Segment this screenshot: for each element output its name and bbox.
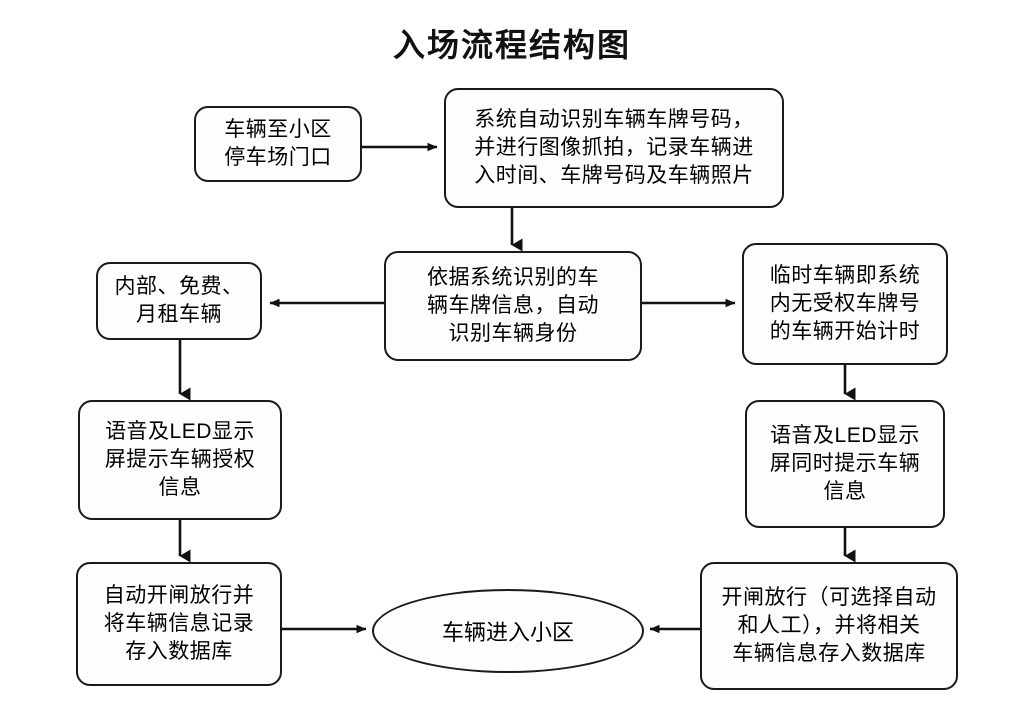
node-start-label: 车辆至小区 停车场门口 bbox=[224, 118, 332, 169]
node-auto-gate-open[interactable]: 自动开闸放行并 将车辆信息记录 存入数据库 bbox=[76, 562, 282, 686]
node-led-display-temporary[interactable]: 语音及LED显示 屏同时提示车辆 信息 bbox=[745, 400, 945, 528]
page-title: 入场流程结构图 bbox=[392, 27, 631, 63]
node-temporary-label: 临时车辆即系统 内无受权车牌号 的车辆开始计时 bbox=[769, 264, 921, 343]
node-recognize-label: 系统自动识别车辆车牌号码， 并进行图像抓拍，记录车辆进 入时间、车牌号码及车辆照… bbox=[474, 108, 754, 187]
node-recognize[interactable]: 系统自动识别车辆车牌号码， 并进行图像抓拍，记录车辆进 入时间、车牌号码及车辆照… bbox=[444, 88, 784, 208]
node-authorized-vehicles[interactable]: 内部、免费、 月租车辆 bbox=[96, 262, 262, 340]
node-gate-right-label: 开闸放行（可选择自动 和人工），并将相关 车辆信息存入数据库 bbox=[721, 586, 937, 665]
node-gate-left-label: 自动开闸放行并 将车辆信息记录 存入数据库 bbox=[103, 584, 255, 663]
node-end-label: 车辆进入小区 bbox=[441, 620, 574, 645]
node-led-left-label: 语音及LED显示 屏提示车辆授权 信息 bbox=[104, 420, 256, 499]
node-authorized-label: 内部、免费、 月租车辆 bbox=[114, 275, 244, 326]
node-start[interactable]: 车辆至小区 停车场门口 bbox=[194, 106, 362, 182]
node-led-display-authorized[interactable]: 语音及LED显示 屏提示车辆授权 信息 bbox=[78, 400, 282, 520]
node-manual-or-auto-gate-open[interactable]: 开闸放行（可选择自动 和人工），并将相关 车辆信息存入数据库 bbox=[700, 562, 958, 690]
node-led-right-label: 语音及LED显示 屏同时提示车辆 信息 bbox=[769, 424, 921, 503]
node-temporary-vehicles[interactable]: 临时车辆即系统 内无受权车牌号 的车辆开始计时 bbox=[742, 243, 948, 365]
node-vehicle-entered[interactable]: 车辆进入小区 bbox=[372, 589, 644, 673]
node-identify[interactable]: 依据系统识别的车 辆车牌信息，自动 识别车辆身份 bbox=[384, 251, 642, 361]
node-identify-label: 依据系统识别的车 辆车牌信息，自动 识别车辆身份 bbox=[427, 266, 599, 345]
